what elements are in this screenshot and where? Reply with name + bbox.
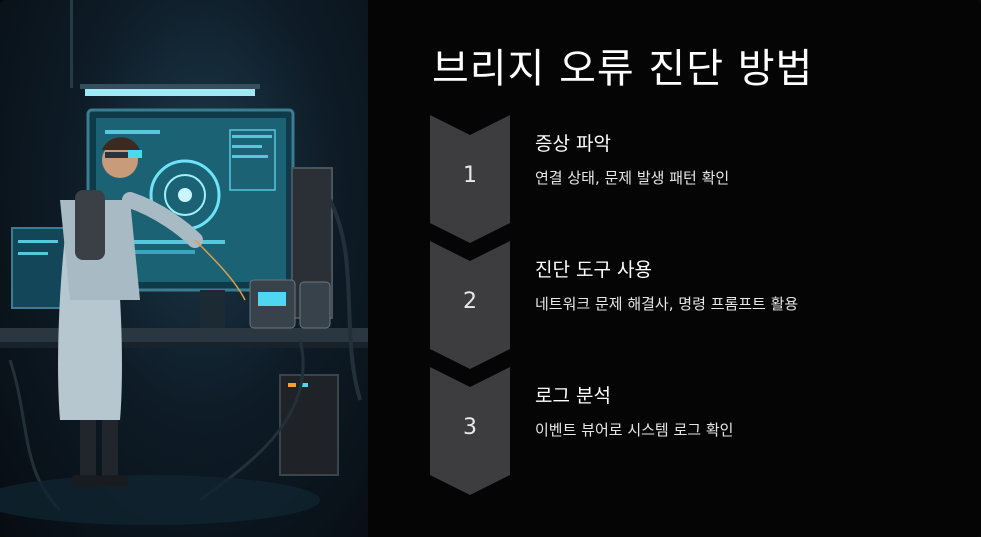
content-panel: 브리지 오류 진단 방법 1 증상 파악 연결 상태, 문제 발생 패턴 확인 …: [368, 0, 981, 537]
step-description: 네트워크 문제 해결사, 명령 프롬프트 활용: [535, 295, 799, 313]
step-title: 증상 파악: [535, 133, 611, 155]
step-title: 진단 도구 사용: [535, 259, 652, 281]
step-2: 2 진단 도구 사용 네트워크 문제 해결사, 명령 프롬프트 활용: [430, 241, 950, 369]
technician-illustration-image: [0, 0, 368, 537]
step-description: 연결 상태, 문제 발생 패턴 확인: [535, 169, 730, 187]
step-1: 1 증상 파악 연결 상태, 문제 발생 패턴 확인: [430, 115, 950, 243]
step-description: 이벤트 뷰어로 시스템 로그 확인: [535, 421, 734, 439]
step-number: 2: [463, 289, 477, 314]
step-title: 로그 분석: [535, 385, 611, 407]
step-number: 1: [463, 163, 477, 188]
page-title: 브리지 오류 진단 방법: [432, 46, 814, 92]
chevron-down-icon: [430, 241, 510, 369]
step-number: 3: [463, 415, 477, 440]
step-3: 3 로그 분석 이벤트 뷰어로 시스템 로그 확인: [430, 367, 950, 495]
technician-workstation-illustration-icon: [0, 0, 368, 525]
chevron-down-icon: [430, 367, 510, 495]
chevron-down-icon: [430, 115, 510, 243]
